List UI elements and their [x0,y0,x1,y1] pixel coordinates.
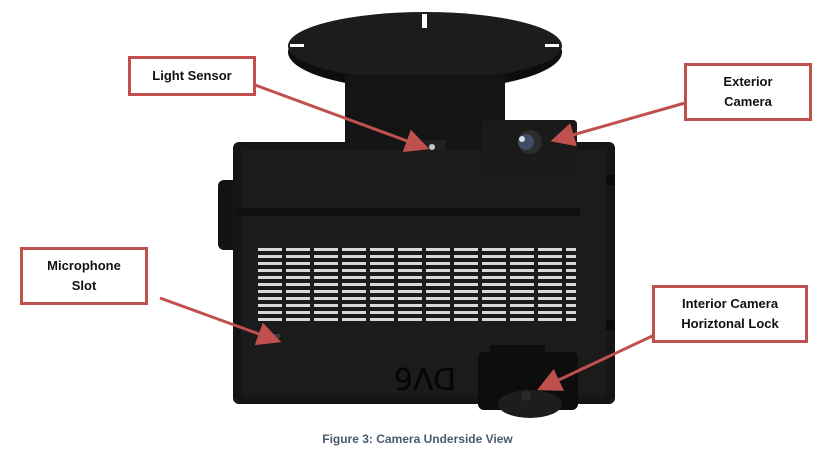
arrow-light-sensor [254,83,430,153]
interior-camera-module [478,345,578,418]
light-sensor [420,140,446,150]
figure-caption: Figure 3: Camera Underside View [322,432,513,446]
callout-light-sensor: Light Sensor [128,56,256,96]
arrow-exterior-camera [550,101,686,147]
callout-line: Light Sensor [152,68,232,83]
callout-interior-lock: Interior Camera Horiztonal Lock [652,285,808,343]
callout-line: Camera [724,94,772,109]
callout-line: Slot [71,278,97,293]
callout-line: Microphone [47,258,121,273]
callout-microphone-slot: Microphone Slot [20,247,148,305]
exterior-camera-housing [482,120,577,170]
arrow-microphone-slot [159,296,282,346]
callout-line: Horiztonal Lock [681,316,779,331]
mount-disc [288,12,562,90]
callout-exterior-camera: Exterior Camera [684,63,812,121]
mount-stem [345,75,505,150]
vent-grille [258,246,576,324]
arrow-interior-lock [537,328,666,391]
device-brand-text: DV6 [394,360,456,395]
callout-line: Exterior [723,74,773,89]
callout-line: Interior Camera [681,296,779,311]
